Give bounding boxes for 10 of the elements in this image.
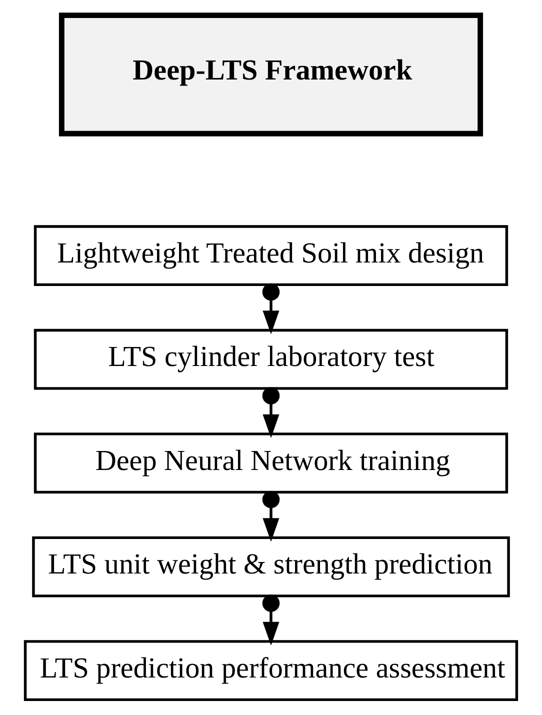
arrow [262, 283, 280, 334]
node-box: LTS cylinder laboratory test [34, 328, 508, 390]
arrow [262, 490, 280, 542]
arrow [262, 594, 280, 646]
node-box: Deep Neural Network training [34, 432, 508, 494]
node-box: Deep-LTS Framework [58, 12, 484, 136]
node-box: LTS unit weight & strength prediction [32, 536, 510, 598]
node-box: LTS prediction performance assessment [24, 640, 518, 702]
node-box: Lightweight Treated Soil mix design [34, 225, 508, 286]
arrow [262, 387, 280, 438]
